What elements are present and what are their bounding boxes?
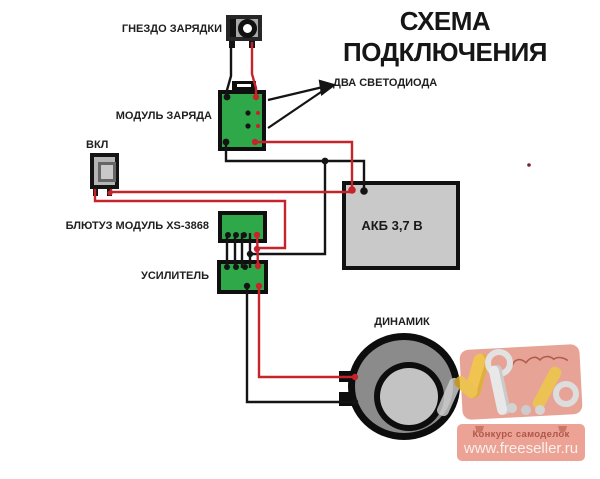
amplifier-module (217, 260, 268, 294)
watermark-toolbox-lid (459, 343, 583, 421)
watermark-signature (511, 355, 569, 366)
watermark-contest-text: Конкурс самоделок (472, 429, 570, 440)
amplifier-label: УСИЛИТЕЛЬ (141, 270, 209, 282)
wire-amp-to-speaker-neg (245, 285, 352, 404)
switch-leg-left (93, 189, 98, 196)
leds-label: ДВА СВЕТОДИОДА (333, 77, 438, 89)
charging-socket-icon (226, 15, 262, 41)
wire-socket-to-module-neg (225, 42, 233, 97)
switch-leg-right (107, 189, 112, 196)
charge-module-label: МОДУЛЬ ЗАРЯДА (115, 110, 212, 122)
led-arrows (267, 79, 337, 129)
toolbox-clasp-icon (475, 426, 484, 434)
wire-amp-to-speaker-pos (257, 285, 352, 379)
speaker-terminal-negative (339, 392, 352, 406)
page-title: СХЕМА ПОДКЛЮЧЕНИЯ (343, 6, 547, 67)
drill-bits-icon (507, 403, 517, 413)
bluetooth-module (218, 211, 267, 243)
watermark-toolbox-body: Конкурс самоделок www.freeseller.ru (457, 424, 585, 461)
battery-label: АКБ 3,7 В (361, 218, 423, 233)
switch-button (98, 162, 116, 182)
stray-dot (527, 163, 531, 167)
wrench-icon (553, 381, 579, 407)
usb-slot (237, 84, 251, 87)
toolbox-clasp-icon (558, 426, 567, 434)
power-switch-label: ВКЛ (86, 139, 109, 151)
battery: АКБ 3,7 В (342, 181, 460, 270)
speaker-terminal-positive (339, 371, 353, 382)
socket-jack-hole (238, 19, 257, 38)
speaker-cone (374, 362, 444, 431)
socket-leg-right (249, 41, 255, 48)
charge-module-usb-tab (232, 81, 256, 91)
wire-switch-to-battery-pos (109, 189, 351, 194)
socket-leg-left (229, 41, 235, 48)
speaker-label: ДИНАМИК (374, 316, 430, 328)
watermark-site-text: www.freeseller.ru (463, 440, 579, 457)
charging-socket-label: ГНЕЗДО ЗАРЯДКИ (121, 23, 222, 35)
watermark: Конкурс самоделок www.freeseller.ru (435, 337, 593, 463)
socket-contact-bar (230, 19, 236, 37)
bluetooth-module-label: БЛЮТУЗ МОДУЛЬ XS-3868 (65, 220, 209, 232)
power-switch (90, 153, 119, 189)
charge-module (218, 90, 266, 151)
wire-module-to-battery-pos (255, 140, 354, 189)
